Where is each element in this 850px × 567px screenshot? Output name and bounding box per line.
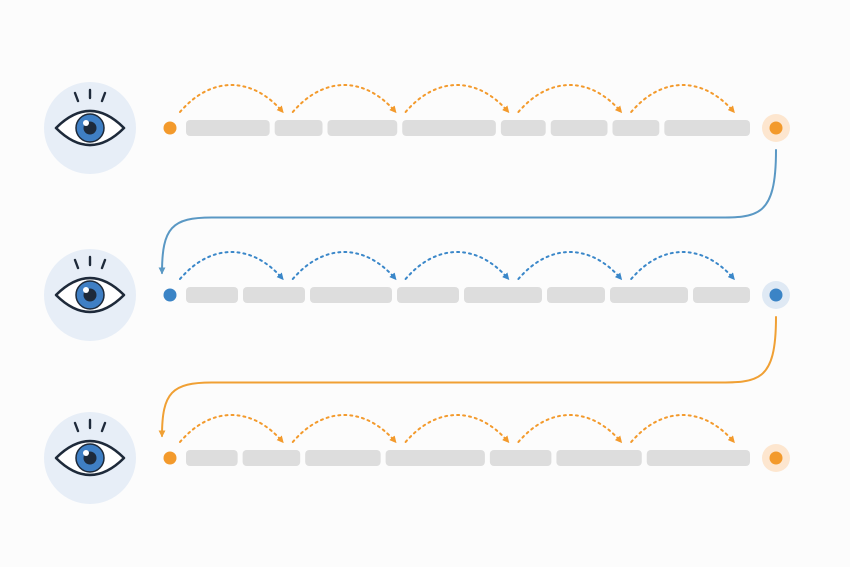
dotted-arc-arrow-icon [179, 414, 284, 444]
word-bar [243, 287, 305, 303]
eye-icon [44, 249, 136, 341]
dotted-arc-arrow-icon [630, 251, 735, 281]
word-bar [385, 450, 485, 466]
return-sweep-arrow-icon [158, 149, 777, 275]
eye-icon [44, 412, 136, 504]
word-bar [610, 287, 688, 303]
text-line [163, 251, 790, 309]
start-dot-icon [163, 451, 177, 465]
word-bar [305, 450, 381, 466]
word-bar [402, 120, 496, 136]
dotted-arc-arrow-icon [179, 84, 284, 114]
start-dot-icon [163, 288, 177, 302]
start-dot-icon [163, 121, 177, 135]
word-bar [186, 120, 270, 136]
dotted-arc-arrow-icon [291, 84, 397, 114]
end-dot-icon [769, 451, 783, 465]
word-bar [310, 287, 392, 303]
word-bar [274, 120, 323, 136]
word-bar [186, 450, 238, 466]
dotted-arc-arrow-icon [404, 251, 510, 281]
word-bar [186, 287, 238, 303]
end-dot-icon [769, 288, 783, 302]
word-bar [464, 287, 542, 303]
text-line [163, 414, 790, 472]
word-bar [500, 120, 546, 136]
dotted-arc-arrow-icon [291, 251, 397, 281]
word-bar [664, 120, 750, 136]
dotted-arc-arrow-icon [630, 84, 735, 114]
word-bar [556, 450, 642, 466]
end-dot-icon [769, 121, 783, 135]
return-sweep-arrow-icon [158, 316, 777, 438]
text-line [163, 84, 790, 142]
word-bar [327, 120, 398, 136]
eyes-layer [44, 82, 136, 504]
dotted-arc-arrow-icon [179, 251, 284, 281]
word-bar [550, 120, 608, 136]
word-bar [612, 120, 660, 136]
word-bar [489, 450, 552, 466]
dotted-arc-arrow-icon [291, 414, 397, 444]
text-lines-layer [163, 84, 790, 472]
word-bar [646, 450, 750, 466]
dotted-arc-arrow-icon [404, 84, 510, 114]
word-bar [242, 450, 301, 466]
dotted-arc-arrow-icon [517, 414, 623, 444]
word-bar [547, 287, 605, 303]
eye-icon [44, 82, 136, 174]
word-bar [693, 287, 750, 303]
word-bar [397, 287, 459, 303]
return-sweeps-layer [158, 149, 777, 438]
dotted-arc-arrow-icon [404, 414, 510, 444]
dotted-arc-arrow-icon [630, 414, 735, 444]
dotted-arc-arrow-icon [517, 251, 623, 281]
dotted-arc-arrow-icon [517, 84, 623, 114]
